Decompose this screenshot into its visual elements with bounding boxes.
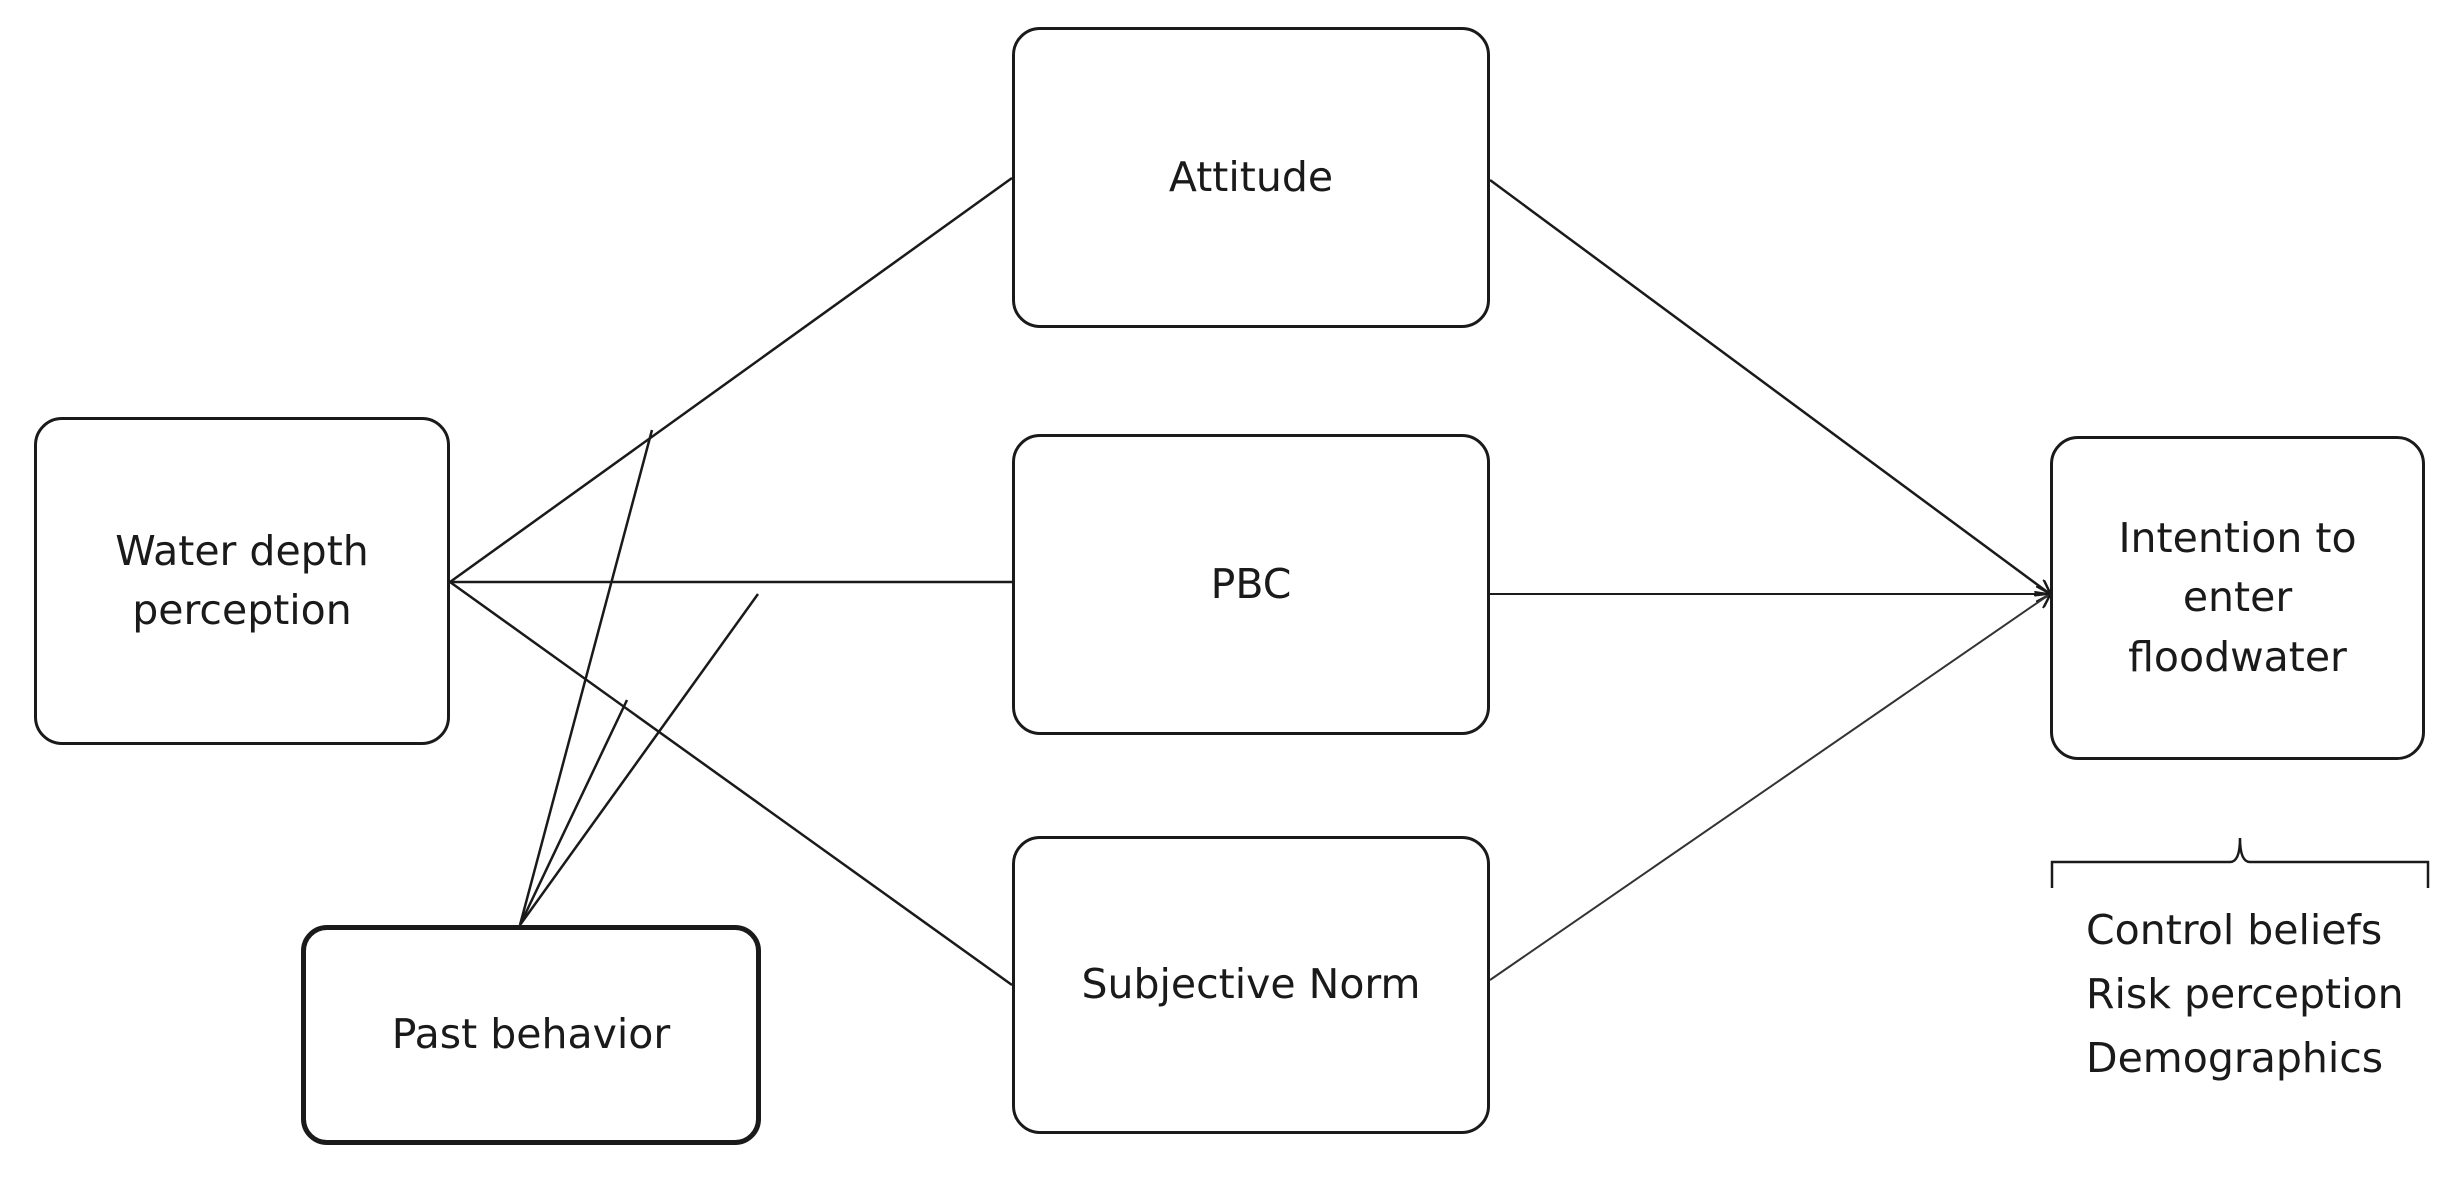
brace xyxy=(2050,837,2430,888)
node-water-depth-perception: Water depth perception xyxy=(34,417,450,745)
node-past-behavior: Past behavior xyxy=(301,925,761,1145)
edge-attitude-to-intention xyxy=(1489,178,2050,594)
edge-water-to-subjective-norm xyxy=(449,580,1013,987)
node-intention: Intention to enter floodwater xyxy=(2050,436,2425,760)
moderator-risk-perception: Risk perception xyxy=(2086,970,2404,1018)
node-water-depth-perception-label: Water depth perception xyxy=(115,526,369,634)
edge-past-behavior-to-path-attitude xyxy=(518,429,654,926)
node-subjective-norm-label: Subjective Norm xyxy=(1081,960,1421,1009)
edge-water-to-attitude xyxy=(449,176,1013,584)
moderator-demographics: Demographics xyxy=(2086,1034,2384,1082)
edge-past-behavior-to-path-pbc xyxy=(518,593,760,926)
edge-subjective-norm-to-intention xyxy=(1489,594,2050,981)
moderator-list: Control beliefs Risk perception Demograp… xyxy=(2086,898,2446,1090)
moderator-control-beliefs: Control beliefs xyxy=(2086,906,2383,954)
node-attitude-label: Attitude xyxy=(1168,152,1334,201)
node-intention-label: Intention to enter floodwater xyxy=(2118,513,2357,681)
node-attitude: Attitude xyxy=(1012,27,1490,328)
node-pbc-label: PBC xyxy=(1210,559,1292,608)
node-pbc: PBC xyxy=(1012,434,1490,735)
edge-past-behavior-to-path-subjective-norm xyxy=(518,699,629,926)
node-subjective-norm: Subjective Norm xyxy=(1012,836,1490,1134)
node-past-behavior-label: Past behavior xyxy=(391,1010,671,1059)
